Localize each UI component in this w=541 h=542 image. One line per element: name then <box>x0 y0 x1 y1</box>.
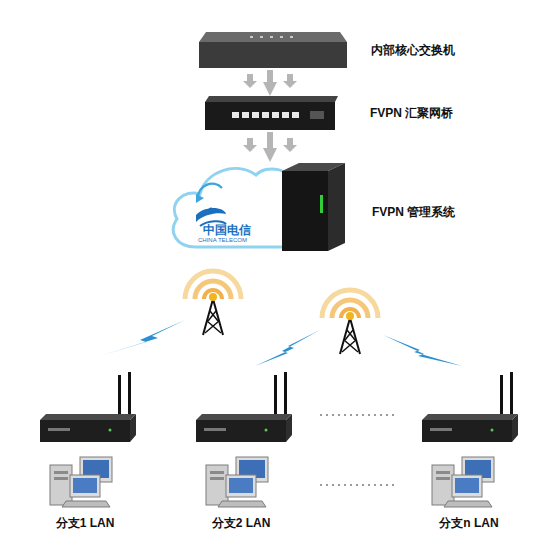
flow-arrow <box>267 132 273 149</box>
node-label: FVPN 管理系统 <box>372 204 455 221</box>
node-label: FVPN 汇聚网桥 <box>370 105 453 122</box>
vpn-bridge: FVPN 汇聚网桥 <box>205 96 335 130</box>
logo-text: 中国电信 <box>203 222 251 239</box>
logo-subtext: CHINA TELECOM <box>198 237 247 243</box>
node-label: 分支n LAN <box>414 515 524 532</box>
branch-lan: 分支1 LAN <box>30 370 140 510</box>
node-label: 内部核心交换机 <box>371 42 455 59</box>
branch-lan: 分支2 LAN <box>186 370 296 510</box>
node-label: 分支1 LAN <box>30 515 140 532</box>
flow-arrow <box>267 70 273 83</box>
node-label: 分支2 LAN <box>186 515 296 532</box>
core-switch: 内部核心交换机 <box>199 32 347 68</box>
branch-lan: 分支n LAN <box>414 370 524 510</box>
